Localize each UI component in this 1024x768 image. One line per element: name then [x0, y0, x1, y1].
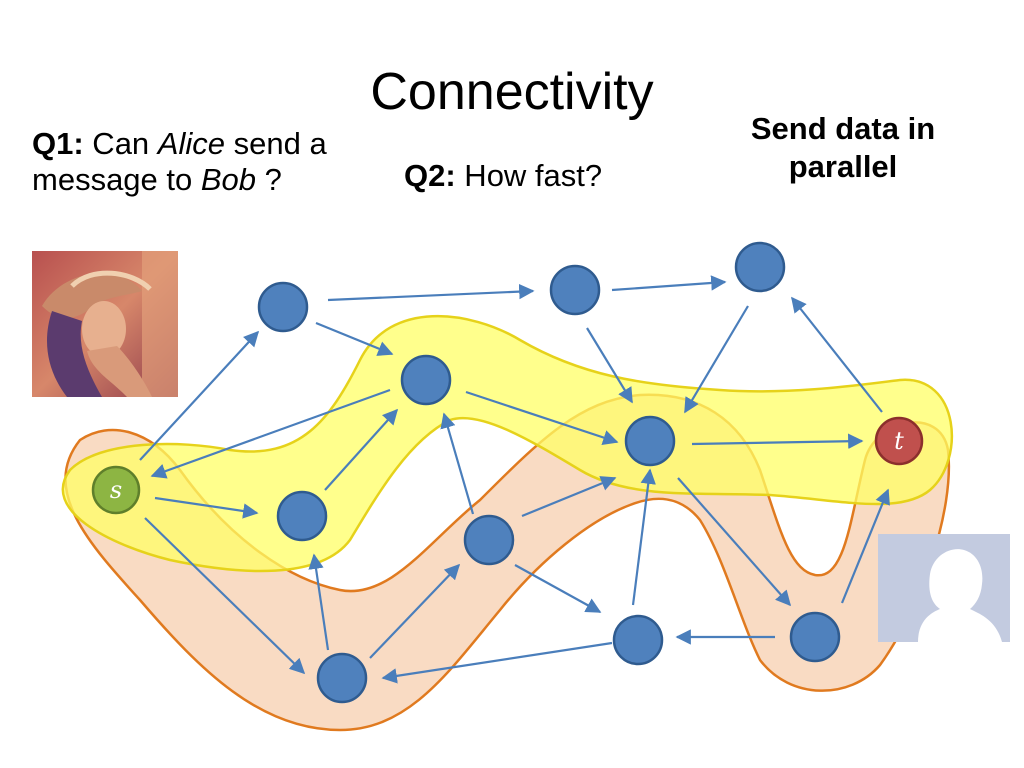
- slide-title: Connectivity: [370, 63, 654, 121]
- edge: [521, 476, 617, 518]
- graph-node: [549, 264, 601, 316]
- q2-prefix: Q2:: [404, 158, 456, 193]
- graph-node: [463, 514, 515, 566]
- edge: [791, 296, 883, 413]
- edge: [150, 388, 391, 479]
- graph-node: [400, 354, 452, 406]
- q1-bob: Bob: [200, 162, 257, 197]
- q2-text: How fast?: [455, 158, 603, 193]
- q1-alice: Alice: [157, 126, 225, 161]
- question-2: Q2: How fast?: [404, 158, 664, 194]
- edge: [677, 477, 792, 607]
- edge: [154, 496, 259, 519]
- sink-node: [874, 416, 924, 466]
- graph-node: [612, 614, 664, 666]
- question-1: Q1: Can Alice send a message to Bob ?: [32, 126, 362, 198]
- graph-node: [624, 415, 676, 467]
- edge: [586, 327, 633, 404]
- q1-text-3: ?: [256, 162, 282, 197]
- edge: [611, 275, 727, 292]
- edge: [381, 641, 613, 684]
- edge: [327, 283, 535, 302]
- sink-node-label: t: [894, 427, 904, 455]
- graph-node: [276, 490, 328, 542]
- alice-photo: [32, 251, 178, 397]
- edge: [308, 553, 330, 651]
- edge: [684, 305, 749, 414]
- source-node-label: s: [110, 476, 122, 504]
- graph-node: [789, 611, 841, 663]
- source-node: [91, 465, 141, 515]
- parallel-note: Send data in parallel: [750, 111, 936, 184]
- q1-text-2: send a message to: [32, 126, 327, 197]
- graph-node: [316, 652, 368, 704]
- edge: [324, 408, 399, 491]
- bob-avatar-icon: [878, 534, 1010, 642]
- edge: [840, 488, 890, 604]
- edge: [691, 433, 864, 449]
- graph-node: [734, 241, 786, 293]
- edge: [315, 321, 394, 356]
- edge: [514, 564, 602, 613]
- edge: [465, 390, 619, 445]
- edge: [631, 468, 656, 606]
- edge: [440, 412, 475, 515]
- q1-text-1: Can: [83, 126, 158, 161]
- edge: [139, 330, 260, 461]
- graph-node: [257, 281, 309, 333]
- edge: [144, 517, 306, 675]
- q1-prefix: Q1:: [32, 126, 84, 161]
- edge: [369, 563, 461, 659]
